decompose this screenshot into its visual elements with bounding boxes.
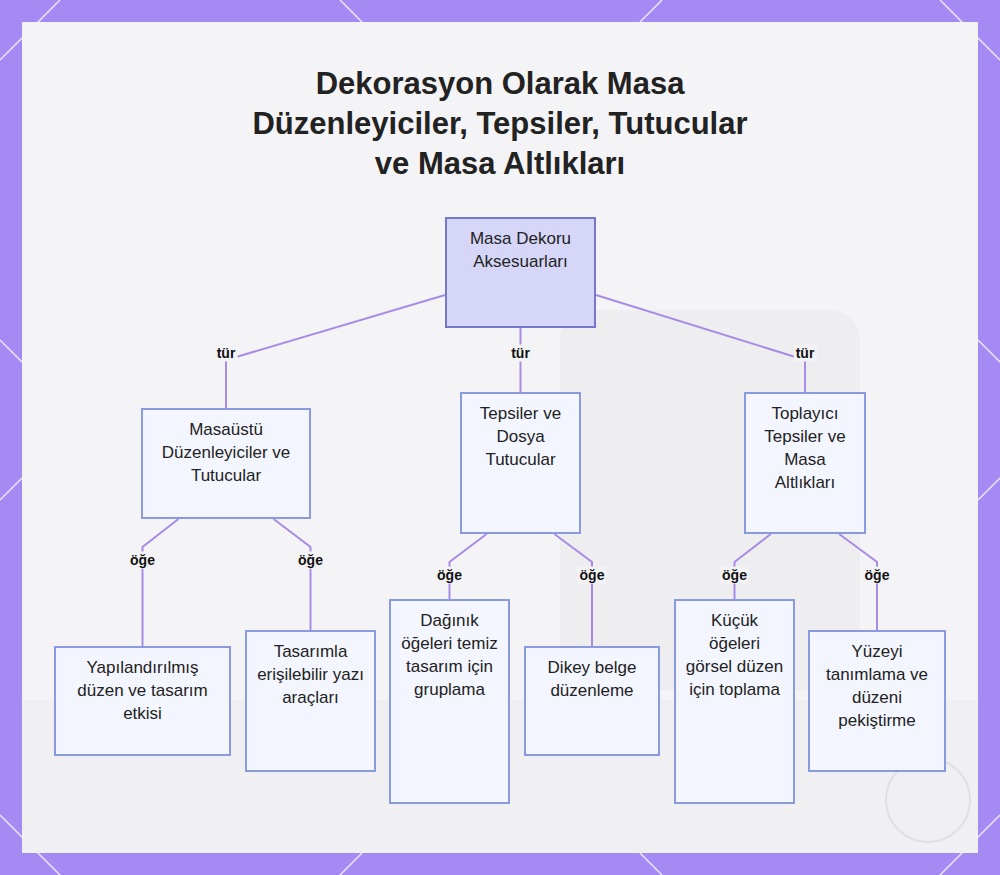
tree-connector — [596, 295, 805, 392]
edge-label: tür — [215, 345, 238, 362]
node-text: Tasarımla erişilebilir yazı araçları — [255, 640, 366, 709]
concept-box: Yüzeyi tanımlama ve düzeni pekiştirme — [808, 630, 946, 772]
node-text: Yapılandırılmış düzen ve tasarım etkisi — [64, 656, 221, 725]
node-text: Dikey belge düzenleme — [534, 656, 650, 702]
tree-connector — [274, 519, 311, 630]
diagram-title: Dekorasyon Olarak Masa Düzenleyiciler, T… — [240, 64, 760, 184]
edge-label: öğe — [863, 567, 892, 584]
concept-box: Tasarımla erişilebilir yazı araçları — [245, 630, 376, 772]
concept-box: Toplayıcı Tepsiler ve Masa Altlıkları — [744, 392, 866, 534]
edge-label: öğe — [435, 567, 464, 584]
node-text: Masa Dekoru Aksesuarları — [455, 227, 586, 273]
root-box: Masa Dekoru Aksesuarları — [445, 217, 596, 328]
concept-box: Masaüstü Düzenleyiciler ve Tutucular — [141, 408, 311, 519]
concept-box: Dağınık öğeleri temiz tasarım için grupl… — [389, 599, 510, 804]
edge-label: öğe — [720, 567, 749, 584]
node-text: Toplayıcı Tepsiler ve Masa Altlıkları — [754, 402, 856, 494]
concept-box: Küçük öğeleri görsel düzen için toplama — [674, 599, 795, 804]
edge-label: tür — [509, 345, 532, 362]
edge-label: tür — [794, 345, 817, 362]
tree-connector — [554, 534, 592, 646]
concept-box: Yapılandırılmış düzen ve tasarım etkisi — [54, 646, 231, 756]
inner-panel — [22, 22, 978, 853]
concept-box: Dikey belge düzenleme — [524, 646, 660, 756]
concept-box: Tepsiler ve Dosya Tutucular — [460, 392, 581, 534]
node-text: Tepsiler ve Dosya Tutucular — [470, 402, 571, 471]
edge-label: öğe — [128, 552, 157, 569]
edge-label: öğe — [578, 567, 607, 584]
tree-connector — [143, 519, 179, 646]
node-text: Küçük öğeleri görsel düzen için toplama — [684, 609, 785, 701]
tree-connector — [226, 295, 445, 408]
node-text: Dağınık öğeleri temiz tasarım için grupl… — [399, 609, 500, 701]
edge-label: öğe — [296, 552, 325, 569]
node-text: Masaüstü Düzenleyiciler ve Tutucular — [151, 418, 301, 487]
node-text: Yüzeyi tanımlama ve düzeni pekiştirme — [818, 640, 936, 732]
